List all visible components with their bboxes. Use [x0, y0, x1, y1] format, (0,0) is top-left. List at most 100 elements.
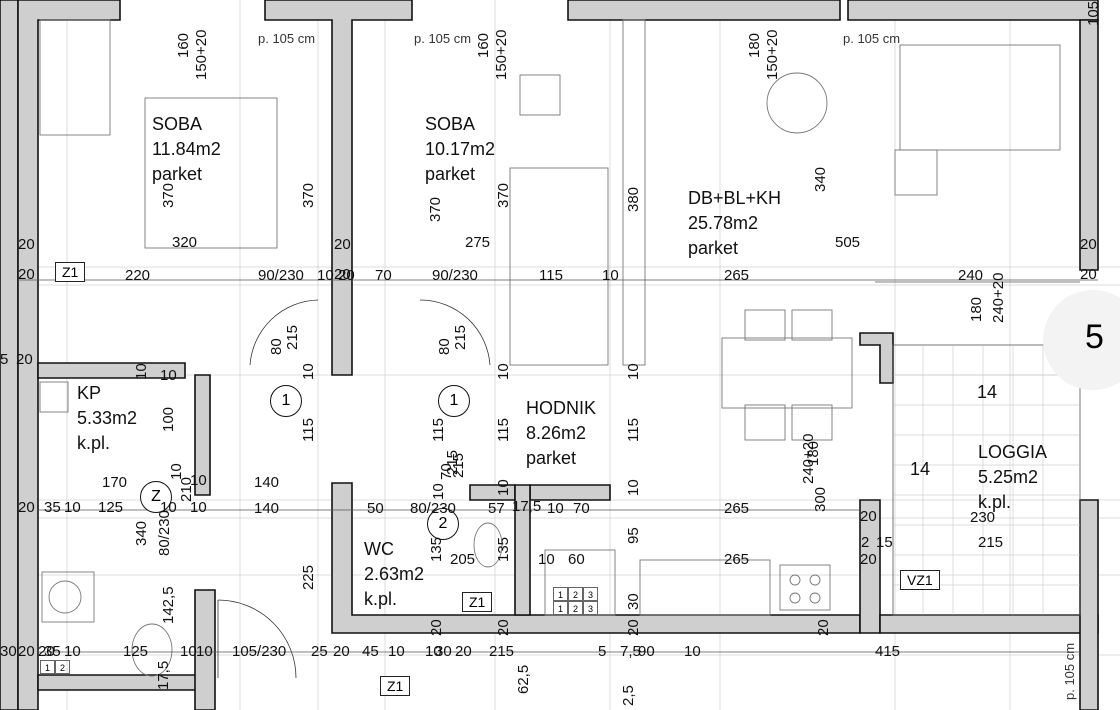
dim-label: 265: [724, 551, 750, 568]
dim-label: 80/230: [156, 510, 173, 556]
dim-label: 205: [450, 551, 476, 568]
panel-cell: 1: [553, 587, 568, 601]
room-soba-1: SOBA 11.84m2 parket: [152, 112, 221, 187]
window-tag: Z1: [55, 262, 86, 282]
dim-label: 135: [495, 536, 512, 562]
dim-label: 265: [724, 267, 750, 284]
dim-label: 90: [638, 643, 655, 660]
dim-label: 125: [123, 643, 149, 660]
dim-label: 125: [98, 499, 124, 516]
dim-label: 275: [465, 234, 491, 251]
dim-label: 150+20: [764, 29, 781, 80]
dim-label: 240: [958, 267, 984, 284]
dim-label: 380: [625, 186, 642, 212]
dim-label: 2: [861, 534, 870, 551]
dim-label: 100: [160, 406, 177, 432]
room-floor: parket: [152, 164, 203, 184]
dim-label: 10: [190, 499, 207, 516]
room-floor: k.pl.: [978, 492, 1012, 512]
dim-label: 415: [875, 643, 901, 660]
dim-label: 10: [180, 643, 197, 660]
dim-label: 220: [125, 267, 151, 284]
section-marker: 1: [438, 385, 470, 417]
dim-label: 240+20: [800, 433, 817, 484]
dim-label: 105 cm: [1085, 0, 1102, 26]
dim-label: 80: [436, 338, 453, 355]
room-area: 25.78m2: [688, 213, 759, 233]
dim-label: 505: [835, 234, 861, 251]
dim-label: 10: [425, 643, 442, 660]
dim-label: 215: [284, 324, 301, 350]
dim-label: 20: [1080, 236, 1097, 253]
dim-label: 90/230: [258, 267, 304, 284]
dim-label: 10: [64, 643, 81, 660]
dim-label: 10: [196, 643, 213, 660]
dim-label: 20: [18, 499, 35, 516]
sheet-marker: 5: [1043, 290, 1120, 390]
dim-label: 70: [375, 267, 392, 284]
room-area: 5.33m2: [77, 408, 138, 428]
dim-label: 5: [598, 643, 607, 660]
room-name: SOBA: [425, 114, 476, 134]
dim-label: 140: [254, 500, 280, 517]
dim-label: 20: [18, 266, 35, 283]
dim-label: 215: [452, 324, 469, 350]
window-tag: VZ1: [900, 570, 940, 590]
dim-label: 150+20: [493, 29, 510, 80]
dim-label: 30: [435, 643, 452, 660]
dim-label: 180: [746, 32, 763, 58]
section-marker: Z: [140, 481, 172, 513]
room-area: 5.25m2: [978, 467, 1039, 487]
room-area: 2.63m2: [364, 564, 425, 584]
dim-label: 7,5: [620, 643, 641, 660]
dim-label: 105/230: [232, 643, 287, 660]
panel-cell: 1: [553, 601, 568, 615]
dim-label: 20: [455, 643, 472, 660]
dim-label: 20: [333, 643, 350, 660]
dim-label: 20: [334, 266, 351, 283]
dim-label: 10: [495, 479, 512, 496]
dim-label: 35: [44, 499, 61, 516]
dim-label: 10: [300, 363, 317, 380]
dim-label: 10: [602, 267, 619, 284]
room-loggia: LOGGIA 5.25m2 k.pl.: [978, 440, 1047, 515]
dim-label: 20: [38, 643, 55, 660]
dim-label: 10: [625, 479, 642, 496]
dim-label: 215: [978, 534, 1004, 551]
dim-label: 30: [0, 643, 17, 660]
room-wc: WC 2.63m2 k.pl.: [364, 537, 424, 612]
room-name: WC: [364, 539, 394, 559]
dim-label: 10: [64, 499, 81, 516]
dim-label: 20: [16, 351, 33, 368]
dimension-lines: [18, 279, 1098, 653]
dim-label: 10: [684, 643, 701, 660]
dim-label: 57: [488, 500, 505, 517]
dim-label: 15: [876, 534, 893, 551]
room-area: 11.84m2: [152, 139, 221, 159]
section-marker: 2: [427, 508, 459, 540]
electrical-panel: 1 2 3 1 2 3: [553, 587, 598, 615]
dim-label: 20: [334, 236, 351, 253]
dim-label: 10: [538, 551, 555, 568]
meter-cell: 1: [40, 660, 55, 674]
dim-label: 10: [625, 363, 642, 380]
room-floor: parket: [425, 164, 476, 184]
room-name: SOBA: [152, 114, 203, 134]
panel-cell: 3: [583, 587, 598, 601]
dim-label: 115: [495, 418, 512, 442]
dim-label: 115: [300, 418, 317, 442]
dim-label: 215: [489, 643, 515, 660]
dim-label: 17,5: [512, 498, 542, 515]
dim-label: 10: [495, 363, 512, 380]
dim-label: 17,5: [155, 660, 172, 690]
dim-label: 370: [495, 182, 512, 208]
dim-label: 150+20: [193, 29, 210, 80]
dim-label: 370: [300, 182, 317, 208]
dim-label: 70: [573, 500, 590, 517]
room-kp: KP 5.33m2 k.pl.: [77, 381, 137, 456]
room-hodnik: HODNIK 8.26m2 parket: [526, 396, 596, 471]
dim-label: 5: [0, 351, 9, 368]
dim-label: 20: [495, 619, 512, 636]
dim-label: 10: [317, 267, 334, 284]
